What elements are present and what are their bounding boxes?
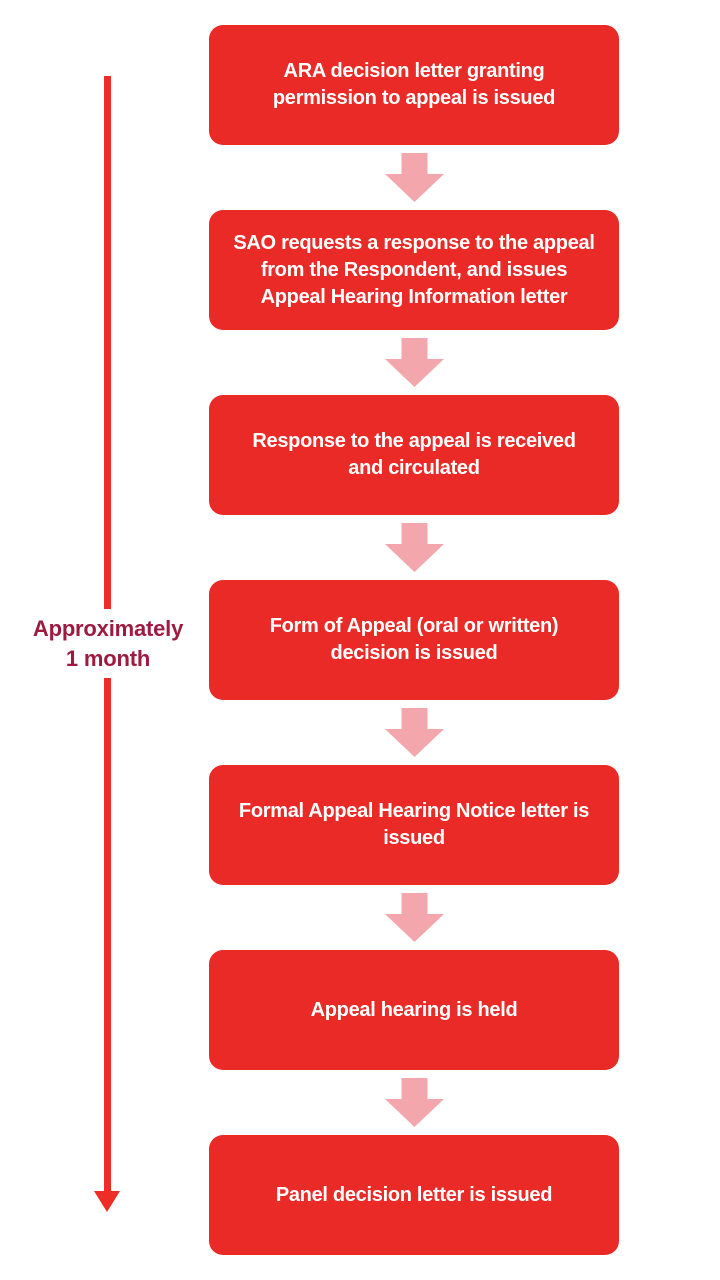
timeline-line-bottom [104, 678, 111, 1192]
arrow-connector-5 [209, 885, 619, 950]
arrow-connector-3 [209, 515, 619, 580]
down-arrow-icon [384, 893, 444, 942]
down-arrow-icon [384, 153, 444, 202]
timeline-arrowhead-icon [94, 1191, 120, 1212]
flow-column: ARA decision letter granting permission … [209, 25, 619, 1255]
arrow-connector-4 [209, 700, 619, 765]
flow-step-4-box: Form of Appeal (oral or written) decisio… [209, 580, 619, 700]
flow-step-1-box: ARA decision letter granting permission … [209, 25, 619, 145]
flow-step-5-box: Formal Appeal Hearing Notice letter is i… [209, 765, 619, 885]
arrow-connector-6 [209, 1070, 619, 1135]
timeline-line-top [104, 76, 111, 609]
down-arrow-icon [384, 708, 444, 757]
flow-step-2-box: SAO requests a response to the appeal fr… [209, 210, 619, 330]
arrow-connector-1 [209, 145, 619, 210]
flow-step-7-box: Panel decision letter is issued [209, 1135, 619, 1255]
arrow-connector-2 [209, 330, 619, 395]
flow-step-3-box: Response to the appeal is received and c… [209, 395, 619, 515]
down-arrow-icon [384, 1078, 444, 1127]
down-arrow-icon [384, 338, 444, 387]
timeline-duration-label: Approximately 1 month [32, 616, 184, 671]
flow-step-6-box: Appeal hearing is held [209, 950, 619, 1070]
down-arrow-icon [384, 523, 444, 572]
